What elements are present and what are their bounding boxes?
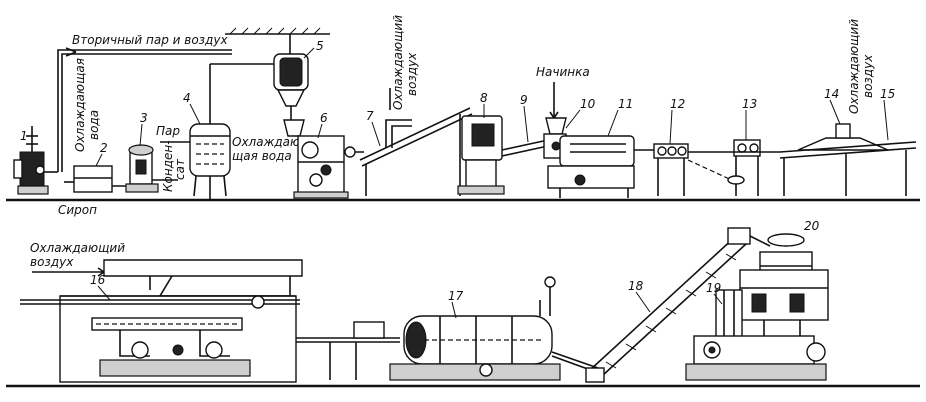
label-filling: Начинка (536, 65, 590, 79)
leader-4 (189, 103, 201, 125)
leader-6 (317, 123, 323, 139)
label-cooling-water-4b: щая вода (232, 149, 292, 163)
leader-11 (607, 109, 619, 137)
vacuum-cooker-4 (189, 63, 290, 200)
num-11: 11 (618, 97, 633, 111)
label-steam: Пар (156, 124, 180, 138)
label-cooling-air-bottom-1: Охлаждающий (30, 241, 125, 255)
label-cooling-air-right-2: воздух (861, 54, 875, 98)
leader-10 (565, 109, 581, 129)
cooling-tunnel-16 (20, 259, 303, 383)
num-7: 7 (366, 109, 374, 123)
num-13: 13 (742, 97, 757, 111)
leader-15 (883, 99, 889, 141)
label-condensate-2: сат (173, 158, 187, 180)
forming-machine-11 (547, 135, 654, 198)
label-cooling-air-top-1: Охлаждающий (391, 15, 405, 110)
num-10: 10 (580, 97, 596, 111)
label-secondary-steam: Вторичный пар и воздух (72, 33, 228, 47)
leader-18 (635, 291, 651, 313)
transfer-conveyor-9 (501, 139, 549, 157)
num-4: 4 (183, 91, 191, 105)
num-14: 14 (824, 87, 839, 101)
roof-hatching (225, 27, 330, 35)
num-6: 6 (320, 111, 328, 125)
sizing-machine-12 (653, 143, 737, 196)
mixing-machine-6 (283, 119, 364, 199)
cooling-conveyor-15 (779, 141, 917, 196)
condenser-5 (273, 34, 309, 120)
leader-9 (523, 105, 529, 143)
cooling-hood-14 (797, 123, 889, 151)
label-cooling-air-right-1: Охлаждающий (847, 19, 861, 114)
rotating-drum-17 (389, 276, 561, 381)
label-cooling-air-bottom-2: воздух (30, 255, 74, 269)
pulling-machine-8 (457, 115, 505, 195)
dosing-pump-3 (125, 144, 178, 193)
leader-16 (97, 285, 111, 301)
leader-12 (669, 109, 673, 145)
cooling-conveyor-7 (359, 107, 473, 196)
num-9: 9 (520, 93, 528, 107)
pump-1 (13, 126, 58, 195)
num-17: 17 (448, 289, 464, 303)
leader-17 (451, 301, 457, 319)
label-syrup: Сироп (58, 203, 97, 217)
num-8: 8 (480, 91, 488, 105)
num-18: 18 (628, 279, 644, 293)
num-5: 5 (316, 39, 324, 53)
label-cooling-water-4a: Охлаждаю- (232, 135, 304, 149)
num-16: 16 (90, 273, 106, 287)
leader-7 (371, 121, 381, 147)
num-3: 3 (140, 111, 148, 125)
num-19: 19 (706, 281, 721, 295)
num-20: 20 (804, 219, 820, 233)
num-1: 1 (20, 129, 28, 143)
inclined-elevator-18 (585, 227, 771, 383)
steam-arrow (65, 47, 77, 57)
leader-14 (829, 99, 841, 125)
secondary-steam-pipe (57, 49, 232, 172)
label-cooling-air-top-2: воздух (405, 52, 419, 96)
leader-2 (95, 153, 103, 167)
wrapping-machine-19 (685, 269, 829, 381)
num-12: 12 (670, 97, 685, 111)
syrup-tank-2 (64, 165, 130, 193)
label-cooling-water-1: Охлаждающая (73, 58, 87, 152)
control-box (353, 321, 385, 339)
num-2: 2 (100, 141, 108, 155)
cutting-machine-13 (688, 139, 780, 196)
leader-5 (303, 47, 315, 59)
label-condensate-1: Конден- (161, 140, 175, 192)
label-cooling-water-1b: вода (87, 110, 101, 140)
leader-19 (713, 293, 723, 305)
leader-3 (139, 123, 143, 147)
num-15: 15 (880, 87, 895, 101)
